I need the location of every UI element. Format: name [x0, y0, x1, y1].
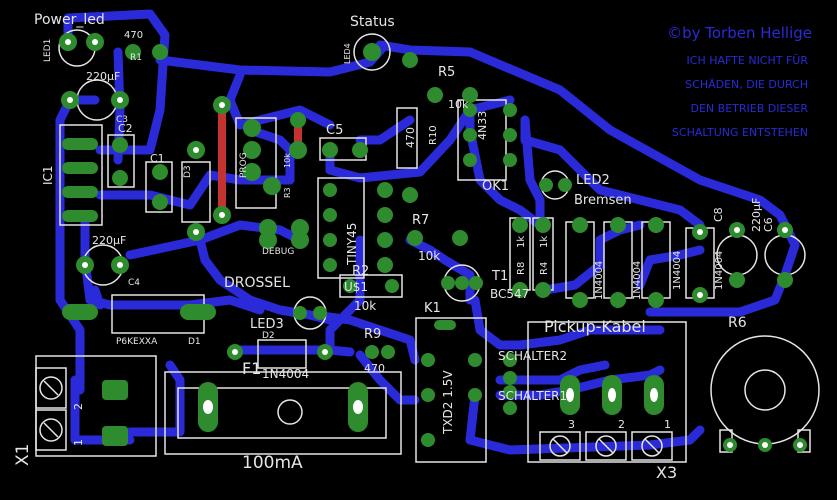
label-r9: R9 — [364, 327, 381, 342]
label-d2-part: 1N4004 — [262, 367, 309, 381]
label-ok1: OK1 — [482, 179, 509, 194]
pad-holes — [65, 39, 803, 448]
label-diode-3: 1N4004 — [672, 251, 683, 290]
label-r7: R7 — [412, 213, 429, 228]
label-r6: R6 — [728, 315, 747, 331]
label-x1-pin1: 1 — [72, 439, 85, 446]
label-c2: C2 — [118, 122, 133, 135]
label-r3: R3 — [283, 187, 292, 198]
label-r10-val: 470 — [404, 127, 417, 148]
label-c5: C5 — [326, 123, 343, 138]
label-x3-pin1: 1 — [664, 418, 671, 431]
label-d3: D3 — [183, 165, 193, 178]
label-led3: LED3 — [250, 317, 284, 332]
label-r9-val: 470 — [364, 362, 385, 375]
label-led1: LED1 — [43, 39, 53, 62]
label-diode-4: 1N4004 — [714, 251, 725, 290]
label-diode-1: 1N4004 — [594, 261, 605, 300]
label-status: Status — [350, 14, 395, 30]
label-f1: F1 — [242, 359, 261, 378]
label-led2: LED2 — [576, 173, 610, 188]
label-c4: C4 — [128, 278, 140, 288]
credit-line-1: ©by Torben Hellige — [667, 24, 812, 42]
label-t1: T1 — [491, 269, 508, 284]
label-relay: TXD2 1.5V — [441, 370, 455, 435]
label-r2-part: U$1 — [344, 280, 368, 294]
credit-line-2: ICH HAFTE NICHT FÜR — [687, 54, 809, 67]
label-r7-val: 10k — [418, 249, 440, 263]
label-r5-val: 10k — [448, 98, 469, 111]
label-bremsen: Bremsen — [574, 193, 632, 208]
label-k1: K1 — [424, 301, 441, 316]
label-drossel: DROSSEL — [224, 275, 290, 291]
label-r8-val: 1k — [516, 236, 527, 248]
label-d1-part: P6KEXXA — [116, 337, 158, 347]
label-ic1: IC1 — [41, 165, 55, 185]
label-power-led: Power_led — [34, 12, 105, 28]
label-c6: C6 — [762, 217, 775, 232]
label-r10: R10 — [428, 125, 439, 145]
label-d2: D2 — [262, 331, 275, 341]
credit-line-3: SCHÄDEN, DIE DURCH — [685, 78, 808, 91]
label-c3-val: 220µF — [86, 70, 120, 83]
label-c3: C3 — [116, 115, 128, 125]
label-r3-val: 10k — [283, 153, 292, 168]
screw-terminals-x1 — [39, 376, 63, 442]
label-ok1-part: 4N33 — [476, 111, 489, 140]
label-c8: C8 — [712, 207, 725, 222]
label-debug: DEBUG — [262, 247, 294, 257]
label-c1: C1 — [150, 152, 165, 165]
credit-line-5: SCHALTUNG ENTSTEHEN — [672, 126, 808, 139]
label-r2: R2 — [352, 264, 369, 279]
label-x1: X1 — [13, 444, 33, 466]
screw-terminals-x3 — [549, 435, 663, 457]
label-r1: R1 — [130, 53, 142, 63]
label-tiny45: TINY45 — [345, 223, 359, 266]
label-x1-pin2: 2 — [72, 403, 85, 410]
label-led4: LED4 — [343, 43, 352, 64]
board-title: Pickup-Kabel — [544, 317, 646, 336]
label-r4-val: 1k — [539, 236, 550, 248]
pads — [59, 33, 807, 452]
label-schalter2: SCHALTER2 — [498, 349, 567, 363]
silkscreen-labels: Power_led LED1 470 R1 220µF C3 IC1 C2 C1… — [13, 12, 775, 482]
label-r1-val: 470 — [124, 30, 143, 41]
label-diode-2: 1N4004 — [632, 261, 643, 300]
label-x3-pin2: 2 — [618, 418, 625, 431]
label-schalter1: SCHALTER1 — [498, 389, 567, 403]
label-r4: R4 — [539, 262, 550, 275]
label-r5: R5 — [438, 65, 455, 80]
label-prog: PROG — [239, 152, 249, 178]
label-d1: D1 — [188, 337, 201, 347]
label-x3: X3 — [656, 463, 677, 482]
label-fuse-val: 100mA — [242, 453, 303, 473]
label-r2-val: 10k — [354, 299, 376, 313]
label-r8: R8 — [516, 262, 527, 275]
label-x3-pin3: 3 — [568, 418, 575, 431]
label-c6-val: 220µF — [750, 198, 763, 232]
credit-line-4: DEN BETRIEB DIESER — [691, 102, 809, 115]
credit-block: ©by Torben Hellige ICH HAFTE NICHT FÜR S… — [667, 24, 812, 139]
label-t1-part: BC547 — [490, 287, 529, 301]
label-c4-val: 220µF — [92, 234, 126, 247]
